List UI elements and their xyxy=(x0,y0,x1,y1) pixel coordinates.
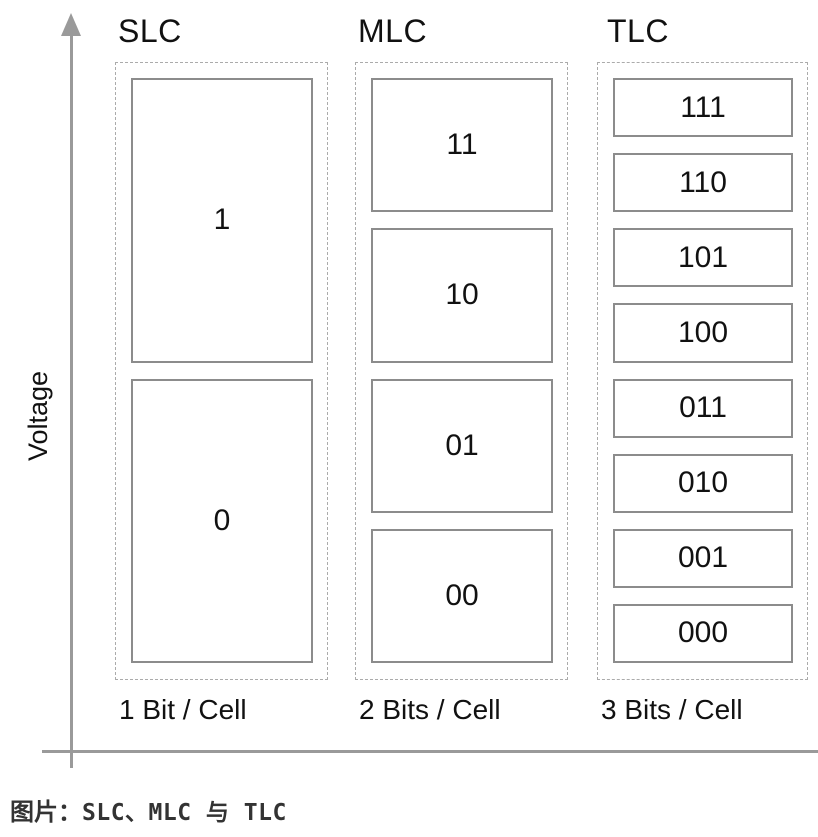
voltage-level-cell: 001 xyxy=(613,528,793,588)
cell-container-tlc: 111 110 101 100 011 010 001 000 xyxy=(597,62,808,680)
voltage-level-cell: 01 xyxy=(371,378,553,513)
column-mlc: MLC 11 10 01 00 2 Bits / Cell xyxy=(355,0,568,837)
voltage-level-cell: 101 xyxy=(613,228,793,288)
cell-container-slc: 1 0 xyxy=(115,62,328,680)
voltage-level-cell: 111 xyxy=(613,78,793,138)
column-caption-mlc: 2 Bits / Cell xyxy=(359,694,501,725)
x-axis-line xyxy=(42,750,818,753)
column-title-slc: SLC xyxy=(118,13,182,49)
figure-caption-prefix: 图片： xyxy=(10,799,82,826)
column-caption-slc: 1 Bit / Cell xyxy=(119,694,247,725)
column-tlc: TLC 111 110 101 100 011 010 001 000 3 Bi… xyxy=(597,0,808,837)
voltage-level-cell: 100 xyxy=(613,303,793,363)
cell-container-mlc: 11 10 01 00 xyxy=(355,62,568,680)
voltage-level-cell: 00 xyxy=(371,528,553,663)
figure-caption-text: SLC、MLC 与 TLC xyxy=(82,800,287,826)
voltage-level-cell: 1 xyxy=(131,78,313,363)
figure-caption: 图片：SLC、MLC 与 TLC xyxy=(10,792,287,827)
column-title-tlc: TLC xyxy=(607,13,669,49)
column-caption-tlc: 3 Bits / Cell xyxy=(601,694,743,725)
y-axis-label: Voltage xyxy=(23,370,53,462)
voltage-level-cell: 000 xyxy=(613,603,793,663)
column-slc: SLC 1 0 1 Bit / Cell xyxy=(115,0,328,837)
voltage-level-cell: 010 xyxy=(613,453,793,513)
voltage-level-cell: 11 xyxy=(371,78,553,213)
voltage-level-cell: 110 xyxy=(613,153,793,213)
voltage-level-cell: 0 xyxy=(131,378,313,663)
y-axis-line xyxy=(70,32,73,768)
y-axis-arrowhead-icon xyxy=(61,13,81,36)
column-title-mlc: MLC xyxy=(358,13,428,49)
voltage-level-cell: 10 xyxy=(371,228,553,363)
voltage-level-cell: 011 xyxy=(613,378,793,438)
